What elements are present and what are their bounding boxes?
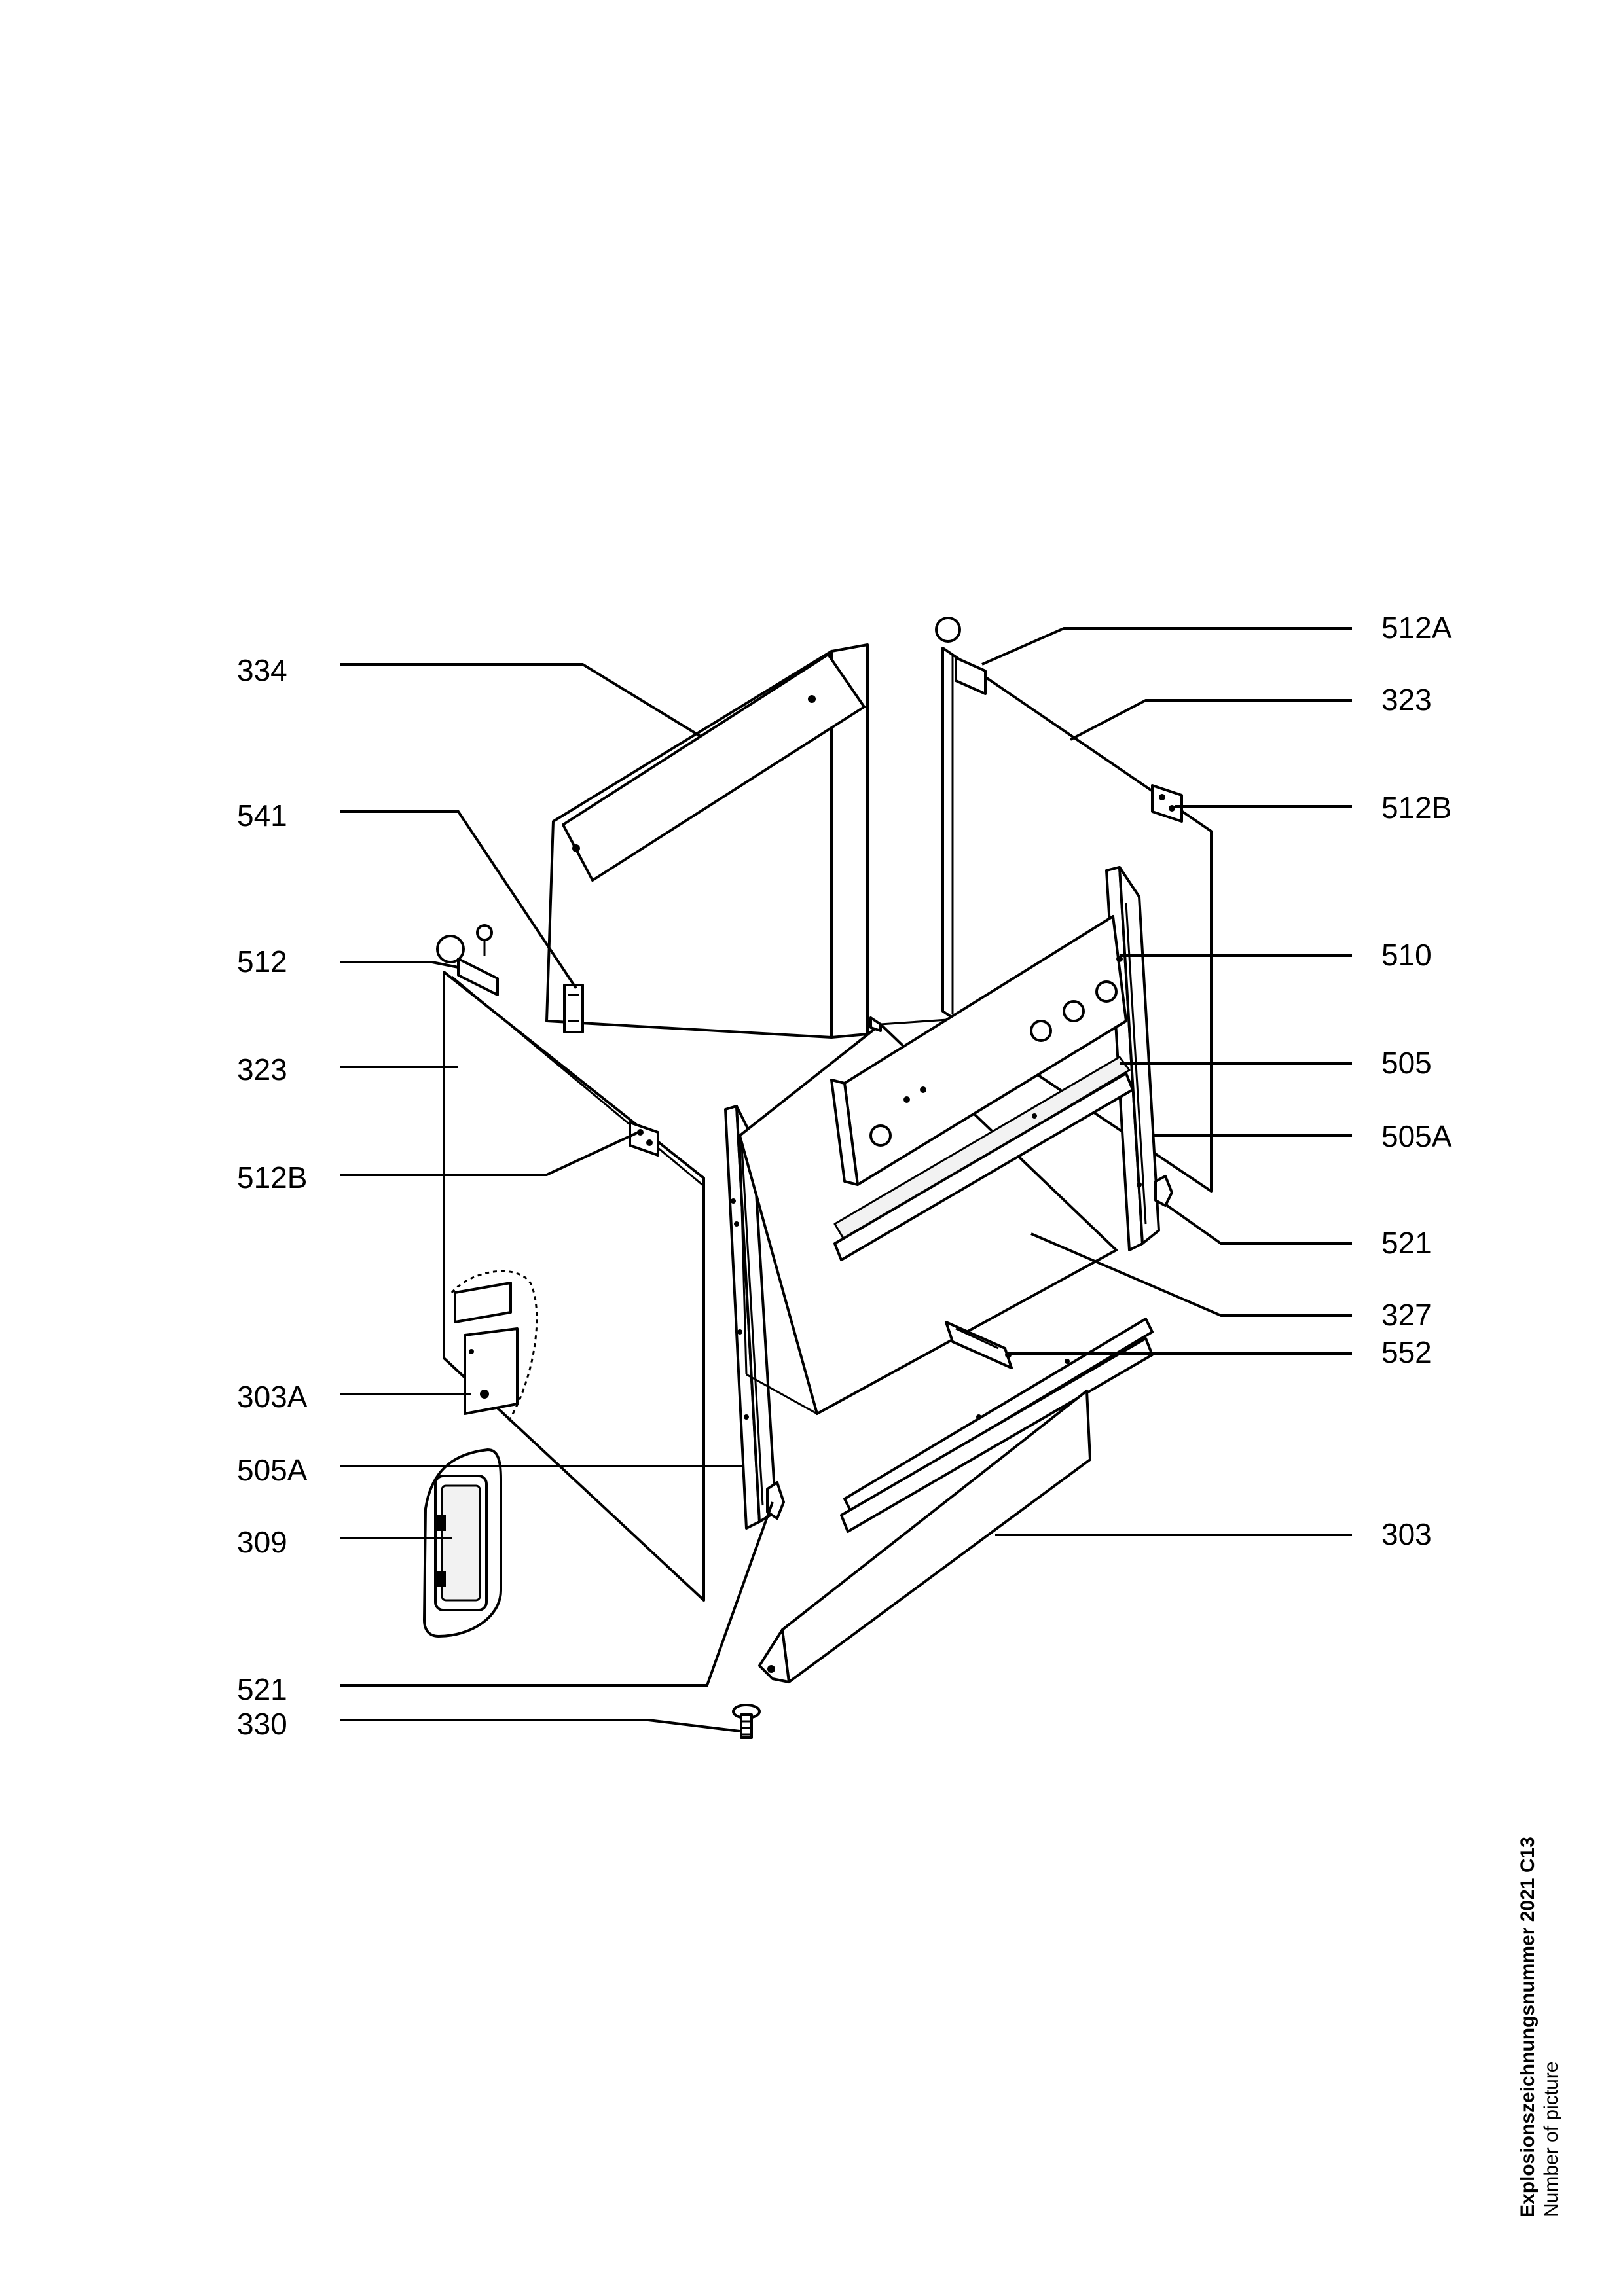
clip-left-521 [766,1481,785,1520]
callout-330: 330 [237,1707,287,1741]
control-panel-510 [830,915,1127,1186]
bracket-303A [450,1270,538,1424]
callout-323-right: 323 [1381,683,1432,717]
caption-subtitle: Number of picture [1541,2061,1562,2217]
leader-lines-left [340,663,774,1732]
callout-505: 505 [1381,1046,1432,1080]
foot-screw-330 [732,1704,761,1739]
callout-505A-left: 505A [237,1453,308,1487]
callout-labels-right: 512A 323 512B 510 505 505A 521 327 552 3… [1381,611,1452,1551]
front-rail-505 [833,1056,1134,1261]
caption-title: Explosionszeichnungsnummer 2021 C13 [1517,1837,1539,2217]
callout-labels-left: 334 541 512 323 512B 303A 505A 309 521 3… [237,653,308,1741]
callout-327: 327 [1381,1298,1432,1332]
screw-small [476,924,493,956]
callout-334: 334 [237,653,287,687]
leader-lines-right [981,627,1352,1536]
lower-rail-552 [840,1318,1154,1533]
callout-309: 309 [237,1525,287,1559]
callout-505A-right: 505A [1381,1119,1452,1153]
callout-541: 541 [237,798,287,833]
callout-512: 512 [237,944,287,978]
callout-303: 303 [1381,1517,1432,1551]
plinth-303 [758,1390,1091,1683]
callout-303A: 303A [237,1380,308,1414]
side-panel-left-323 [436,935,705,1602]
callout-512A: 512A [1381,611,1452,645]
callout-521-right: 521 [1381,1226,1432,1260]
clip-541 [563,984,584,1033]
callout-323-left: 323 [237,1052,287,1086]
picture-number-caption: Explosionszeichnungsnummer 2021 C13 Numb… [1516,1837,1563,2217]
callout-512B-left: 512B [237,1160,307,1194]
callout-510: 510 [1381,938,1432,972]
back-panel-334 [545,643,869,1039]
clip-right-521 [1154,1175,1173,1207]
hatch-309 [423,1448,502,1638]
callout-512B-right: 512B [1381,791,1451,825]
callout-552: 552 [1381,1335,1432,1369]
callout-521-left: 521 [237,1672,287,1706]
